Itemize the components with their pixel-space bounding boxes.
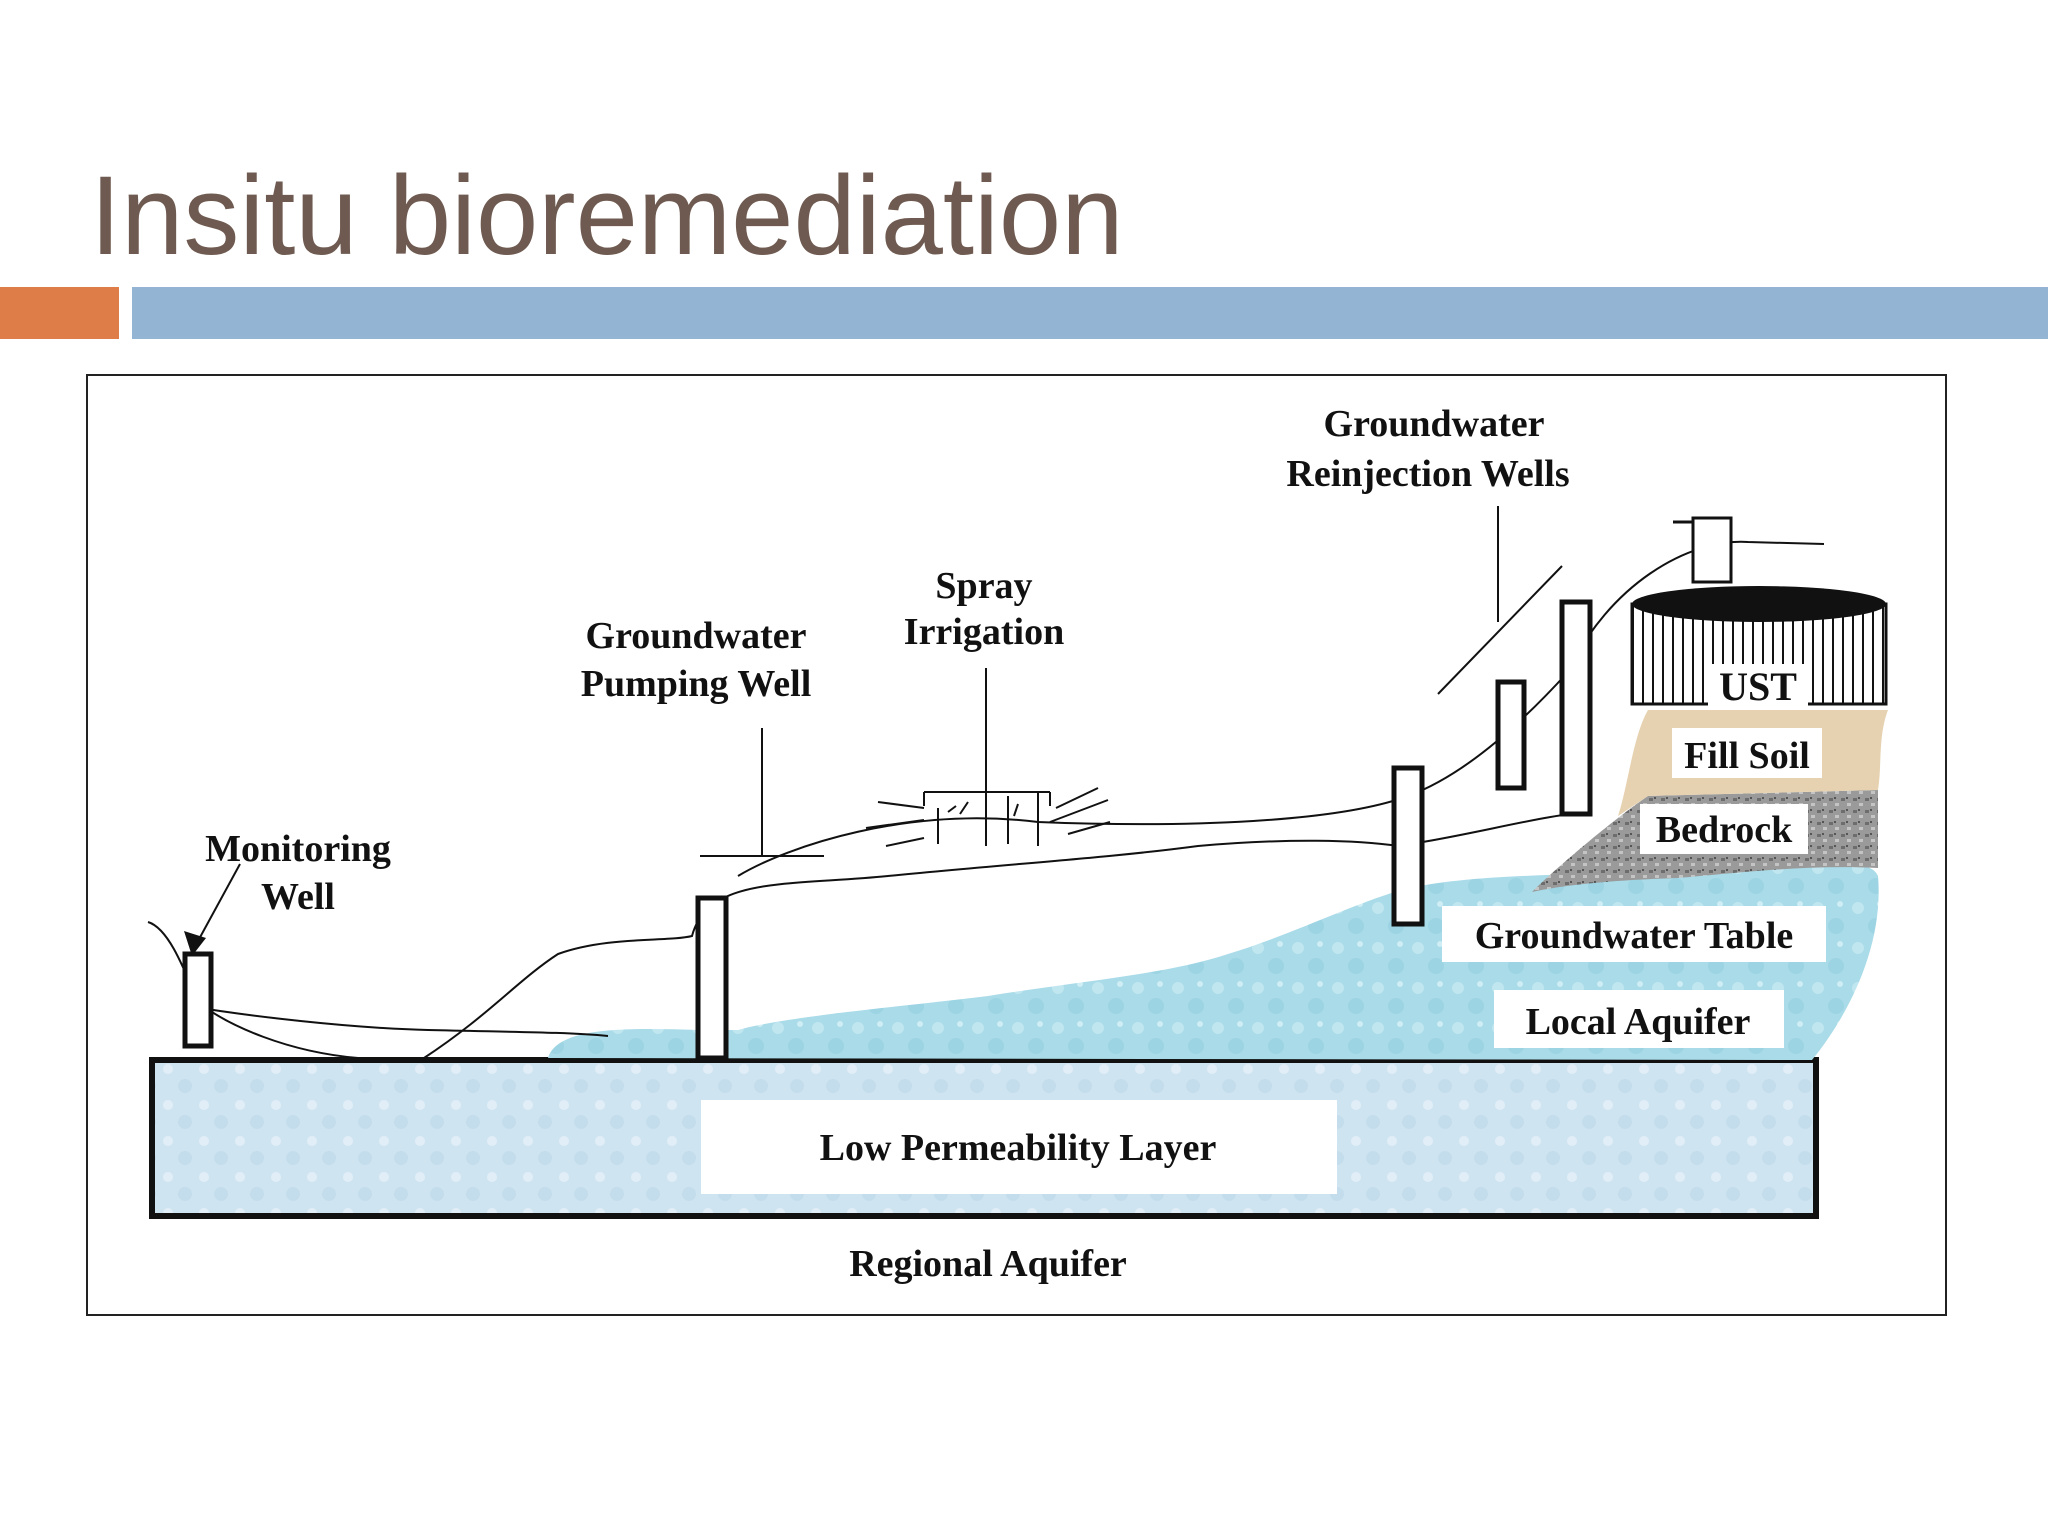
pumping-well-label-line1: Groundwater — [586, 615, 807, 657]
low-permeability-label-box — [701, 1100, 1337, 1194]
bedrock-label: Bedrock — [1656, 809, 1793, 851]
reinjection-wells-label-line1: Groundwater — [1324, 403, 1545, 445]
ust-label-box — [1708, 664, 1808, 708]
spray-irrigation-rig — [923, 791, 1051, 846]
pumping-well-label-line2: Pumping Well — [581, 663, 812, 705]
ground-surface-line-mid — [187, 1005, 609, 1037]
monitoring-well-pointer — [197, 863, 241, 942]
pumping-well-pipe — [695, 895, 729, 1061]
title-underline-bar — [132, 287, 2048, 339]
local-aquifer-label: Local Aquifer — [1526, 1001, 1751, 1043]
local-aquifer-label-box — [1494, 990, 1784, 1048]
ust-vent-pipe — [1691, 516, 1733, 584]
low-permeability-layer-label: Low Permeability Layer — [820, 1127, 1217, 1169]
groundwater-table-label: Groundwater Table — [1475, 915, 1794, 957]
fill-soil-label: Fill Soil — [1684, 735, 1810, 777]
groundwater-table-label-box — [1442, 906, 1826, 962]
ground-surface-line-left — [147, 921, 359, 1059]
bedrock-label-box — [1640, 804, 1808, 854]
spray-irrigation-label-line2: Irrigation — [904, 611, 1064, 653]
spray-irrigation-jets — [865, 787, 1111, 847]
ust-label: UST — [1719, 664, 1797, 709]
reinjection-wells-diagonal — [1437, 565, 1563, 695]
reinjection-well-2 — [1495, 679, 1527, 791]
regional-aquifer-label: Regional Aquifer — [849, 1243, 1127, 1285]
spray-irrigation-label-line1: Spray — [935, 565, 1032, 607]
monitoring-well-label-line2: Well — [261, 876, 335, 918]
reinjection-well-1 — [1391, 765, 1425, 927]
diagram-canvas: Monitoring Well Groundwater Pumping Well… — [147, 403, 1888, 1285]
bioremediation-diagram: Monitoring Well Groundwater Pumping Well… — [86, 374, 1947, 1316]
fill-soil-label-box — [1672, 728, 1822, 778]
monitoring-well-arrowhead — [184, 931, 206, 956]
reinjection-wells-label-line2: Reinjection Wells — [1286, 453, 1569, 495]
monitoring-well-label-line1: Monitoring — [205, 828, 391, 870]
slide-title: Insitu bioremediation — [90, 153, 1124, 278]
title-accent-bar — [0, 287, 119, 339]
monitoring-well-pipe — [182, 951, 214, 1049]
ust-tank-top — [1632, 586, 1886, 622]
reinjection-well-3 — [1559, 599, 1593, 817]
